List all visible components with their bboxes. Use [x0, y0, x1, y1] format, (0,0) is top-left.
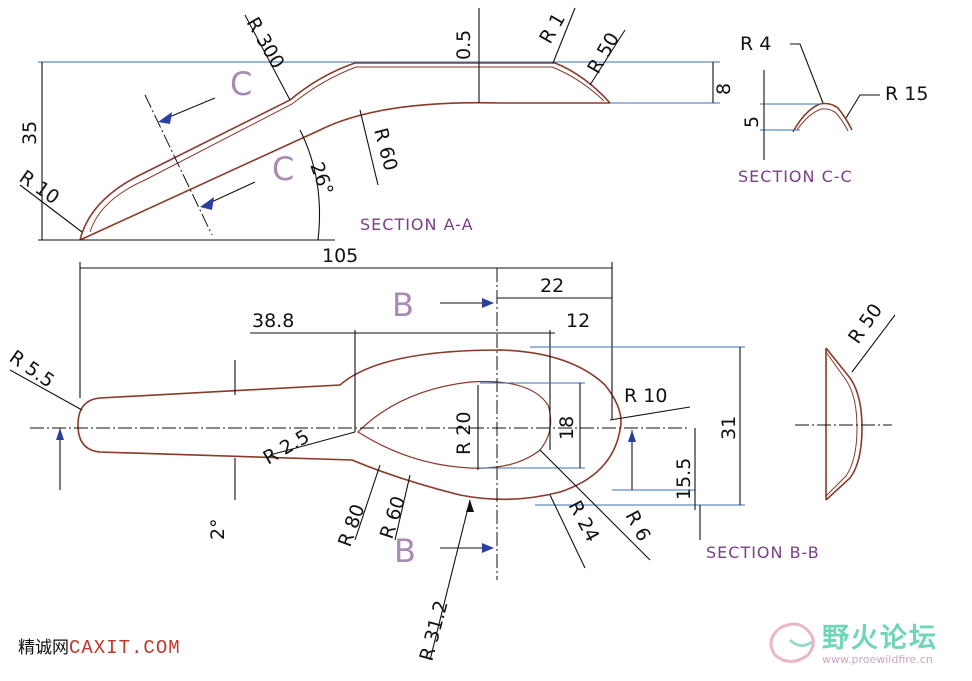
- plan-view: 22 38.8 12 R 5.5 R 10 R 20 18 31 15.5 R …: [5, 262, 745, 663]
- label-r6: R 6: [621, 507, 655, 545]
- arrow-head-icon: [158, 112, 172, 124]
- label-22: 22: [540, 275, 564, 297]
- section-bb-inner: [825, 351, 858, 497]
- arrow-head-icon: [628, 430, 636, 442]
- arrow-head-icon: [200, 197, 214, 210]
- label-r10: R 10: [15, 166, 63, 209]
- spoon-plan-outline: [77, 349, 622, 501]
- forum-logo-icon: [769, 622, 815, 663]
- section-aa-title: SECTION A-A: [360, 215, 474, 234]
- label-r50: R 50: [583, 29, 624, 78]
- watermark-right: 野火论坛 www.proewildfire.cn: [760, 612, 965, 672]
- leader-r25: [269, 431, 356, 456]
- leader-r1: [552, 7, 576, 64]
- leader-r10: [19, 184, 83, 233]
- label-r80: R 80: [334, 501, 370, 549]
- label-r300: R 300: [242, 14, 289, 73]
- label-r4: R 4: [740, 33, 771, 55]
- label-5: 5: [741, 116, 763, 128]
- arrow-head-icon: [482, 543, 494, 553]
- section-cc-outline: [792, 102, 853, 133]
- watermark-left: 精诚网CAXIT.COM: [18, 633, 181, 659]
- label-18: 18: [556, 416, 578, 440]
- section-c-label-bottom: C: [272, 150, 294, 188]
- label-r20: R 20: [453, 412, 475, 455]
- section-bb-outline: [825, 347, 863, 501]
- section-b-label-top: B: [392, 286, 414, 324]
- label-r60: R 60: [369, 126, 401, 174]
- leader-r60-plan: [394, 474, 411, 541]
- leader-r50-bb: [851, 314, 896, 373]
- label-8: 8: [713, 83, 735, 95]
- label-r312: R 31.2: [416, 598, 453, 663]
- label-155: 15.5: [673, 458, 695, 500]
- label-05: 0.5: [453, 30, 475, 60]
- watermark-left-en: CAXIT.COM: [69, 637, 181, 659]
- leader-r50: [589, 29, 626, 86]
- section-cc-title: SECTION C-C: [738, 167, 853, 186]
- leader-r15: [845, 94, 880, 119]
- spoon-profile-outline: [79, 62, 611, 241]
- section-c-cut-line: [144, 94, 213, 236]
- section-cc-view: R 4 R 15 5 SECTION C-C: [738, 33, 928, 186]
- leader-r24: [549, 494, 586, 569]
- section-c-label-top: C: [230, 65, 252, 103]
- section-cc-inner: [796, 108, 849, 132]
- label-r1: R 1: [535, 9, 570, 47]
- arrow-head-icon: [482, 298, 494, 308]
- section-b-label-bottom: B: [394, 532, 416, 570]
- label-12: 12: [566, 310, 590, 332]
- leader-r10-plan: [609, 406, 691, 421]
- label-31: 31: [718, 416, 740, 440]
- angle-26-arc: [299, 129, 321, 241]
- label-388: 38.8: [252, 310, 294, 332]
- section-bb-title: SECTION B-B: [706, 543, 820, 562]
- leader-r300: [244, 14, 291, 101]
- watermark-right-cn: 野火论坛: [822, 623, 938, 654]
- leader-r6: [539, 449, 651, 561]
- label-r50-bb: R 50: [844, 300, 887, 348]
- arrow-head-icon: [56, 428, 64, 440]
- leader-r55: [9, 369, 83, 411]
- leader-r4: [790, 43, 824, 104]
- arrow-head-icon: [466, 500, 474, 512]
- leader-r312: [429, 499, 471, 661]
- label-r10-plan: R 10: [624, 385, 667, 407]
- watermark-right-url: www.proewildfire.cn: [822, 653, 933, 666]
- label-2deg: 2°: [207, 518, 229, 540]
- spoon-profile-inner: [89, 66, 605, 233]
- label-105: 105: [322, 245, 358, 267]
- watermark-left-cn: 精诚网: [18, 638, 69, 657]
- leader-r60: [359, 109, 379, 186]
- label-35: 35: [19, 121, 41, 145]
- section-aa-view: R 300 0.5 R 1 R 50 8 35 R 10 R 60 26° C …: [15, 7, 735, 241]
- label-r55: R 5.5: [5, 346, 58, 392]
- spoon-bowl-inner: [357, 380, 552, 469]
- label-r24: R 24: [564, 497, 604, 546]
- leader-r80: [354, 464, 381, 541]
- label-r15: R 15: [885, 83, 928, 105]
- label-r25: R 2.5: [260, 426, 314, 470]
- label-26deg: 26°: [305, 159, 337, 198]
